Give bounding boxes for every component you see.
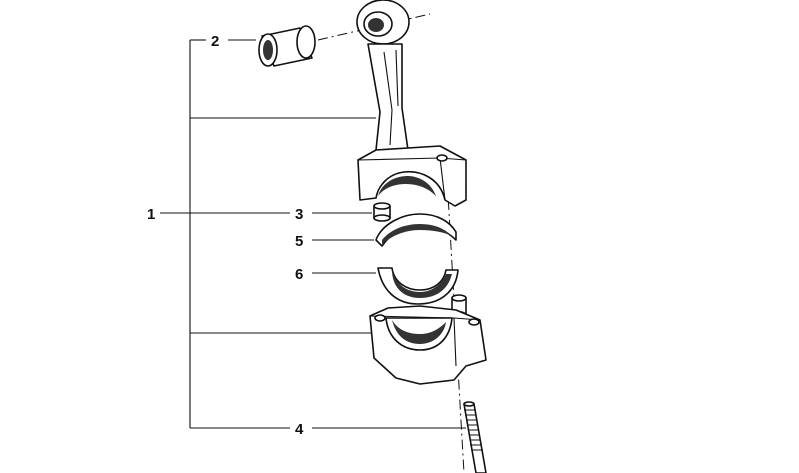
- connecting-rod-bolt: [463, 401, 487, 473]
- callout-4: 4: [295, 421, 304, 438]
- callout-3: 3: [295, 206, 303, 223]
- assembly-axis: [317, 13, 465, 473]
- dowel-sleeve-upper: [373, 202, 391, 222]
- callout-1: 1: [147, 206, 155, 223]
- upper-bearing-shell: [375, 213, 457, 247]
- callout-2: 2: [211, 33, 219, 50]
- lower-bearing-shell: [377, 267, 459, 305]
- connecting-rod: [356, 0, 467, 207]
- leader-lines: [160, 39, 466, 429]
- bushing: [258, 25, 316, 67]
- bearing-cap: [369, 305, 487, 385]
- callout-5: 5: [295, 233, 303, 250]
- callout-6: 6: [295, 266, 303, 283]
